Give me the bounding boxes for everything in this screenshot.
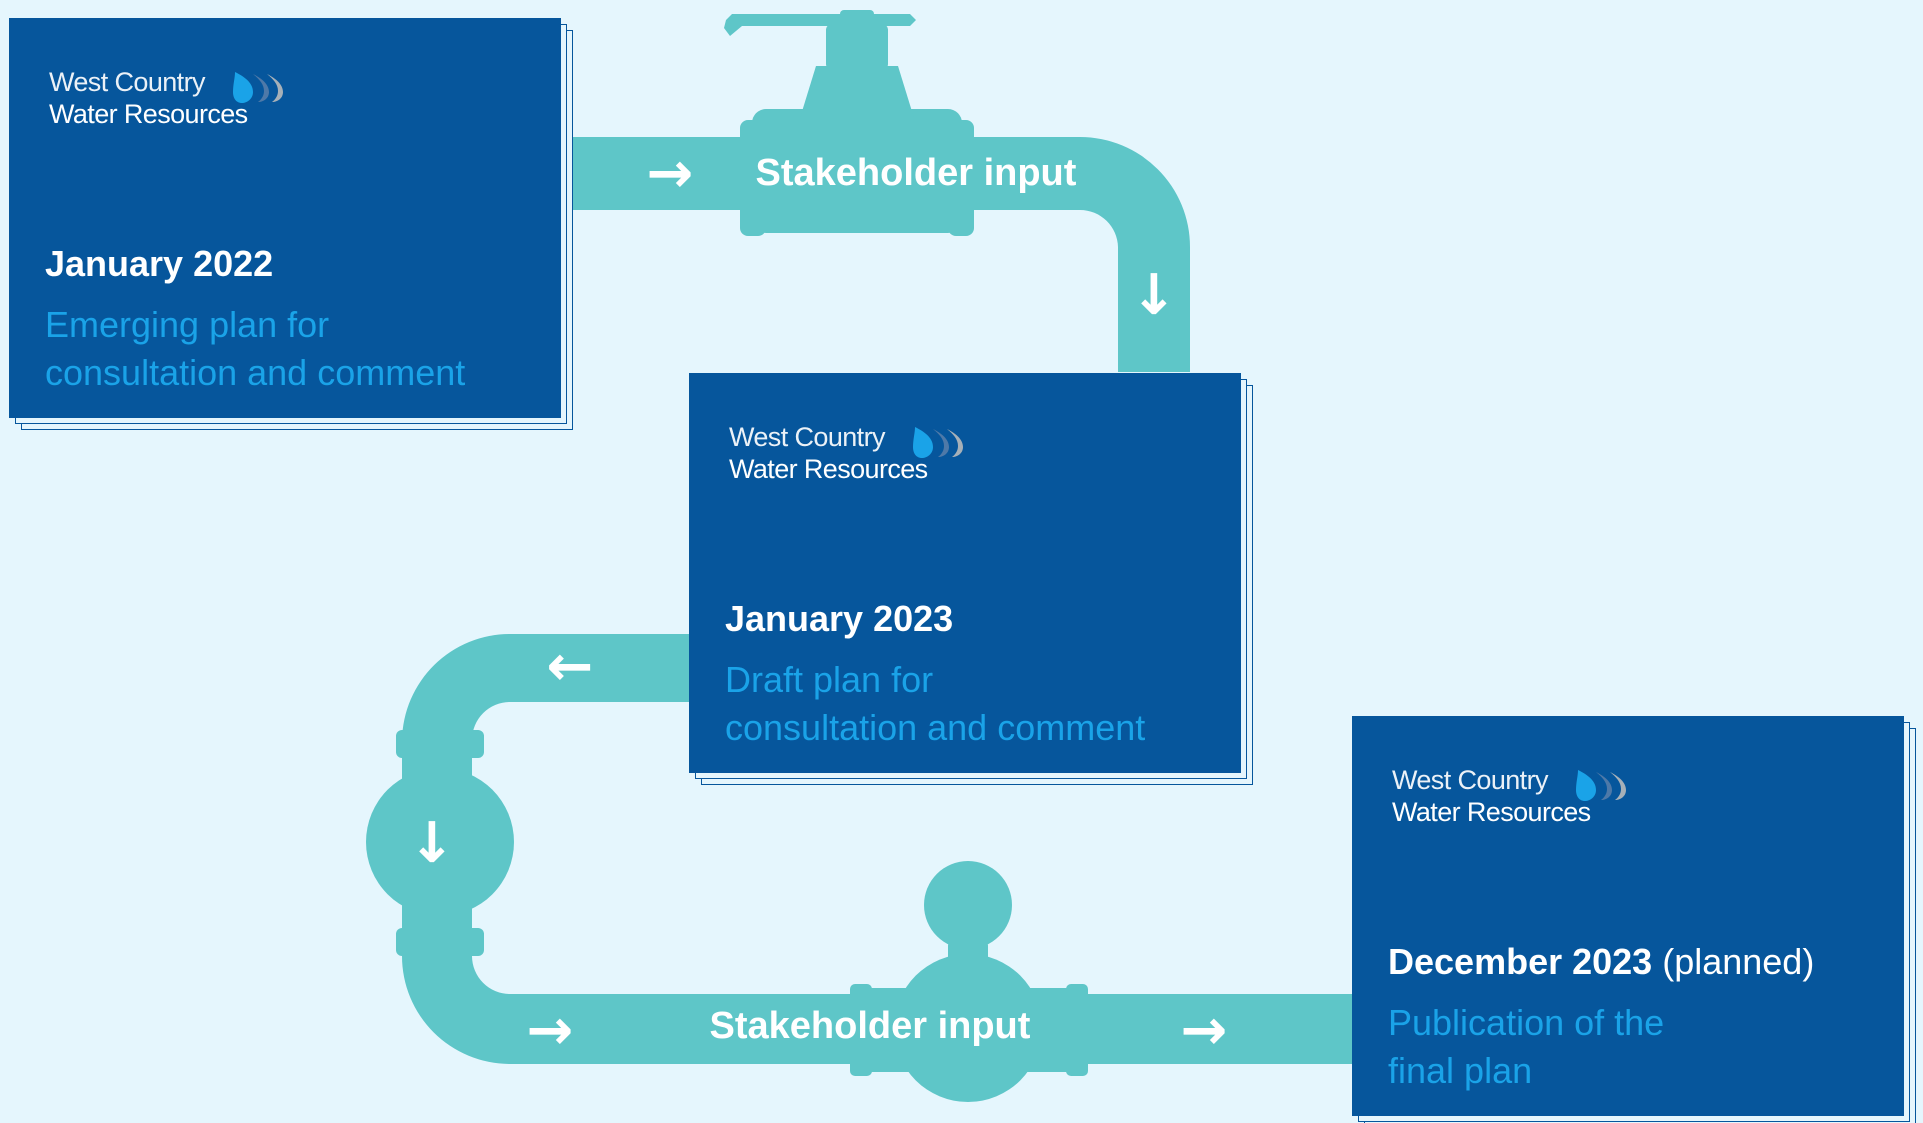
connector-label: Stakeholder input — [709, 1005, 1031, 1047]
stage-card-january-2022: West Country Water Resources January 202… — [9, 18, 561, 418]
company-logo: West Country Water Resources — [729, 421, 969, 491]
company-logo: West Country Water Resources — [1392, 764, 1632, 834]
flow-arrow-left: ← — [546, 634, 594, 699]
logo-text-line1: West Country — [1392, 765, 1548, 795]
stage-date: January 2022 — [45, 243, 274, 284]
stage-date: January 2023 — [725, 598, 954, 639]
stage-date-note: (planned) — [1662, 941, 1815, 982]
company-logo: West Country Water Resources — [49, 66, 289, 136]
lower-pipe — [402, 634, 1355, 1064]
flow-arrow-right: → — [1180, 998, 1228, 1063]
water-drop-icon — [1576, 770, 1626, 801]
water-drop-icon — [913, 427, 963, 458]
connector-label: Stakeholder input — [755, 152, 1077, 194]
stage-description: Publication of the final plan — [1388, 1002, 1665, 1091]
logo-text-line2: Water Resources — [1392, 797, 1591, 827]
flow-arrow-right: → — [526, 998, 574, 1063]
flow-arrow-down: ↓ — [1130, 263, 1178, 328]
flow-fitting-icon — [366, 730, 514, 956]
flow-arrow-down: ↓ — [408, 811, 456, 876]
logo-text-line1: West Country — [49, 67, 205, 97]
stage-description: Draft plan for consultation and comment — [725, 659, 1146, 748]
stage-description: Emerging plan for consultation and comme… — [45, 304, 466, 393]
logo-text-line2: Water Resources — [49, 99, 248, 129]
water-drop-icon — [233, 72, 283, 103]
logo-text-line2: Water Resources — [729, 454, 928, 484]
logo-text-line1: West Country — [729, 422, 885, 452]
valve-icon — [724, 10, 974, 236]
stage-card-january-2023: West Country Water Resources January 202… — [689, 373, 1241, 773]
upper-pipe — [560, 137, 1190, 372]
flow-arrow-right: → — [646, 141, 694, 206]
water-meter-icon — [850, 861, 1088, 1102]
stage-date: December 2023 (planned) — [1388, 941, 1815, 982]
stage-card-december-2023: West Country Water Resources December 20… — [1352, 716, 1904, 1116]
